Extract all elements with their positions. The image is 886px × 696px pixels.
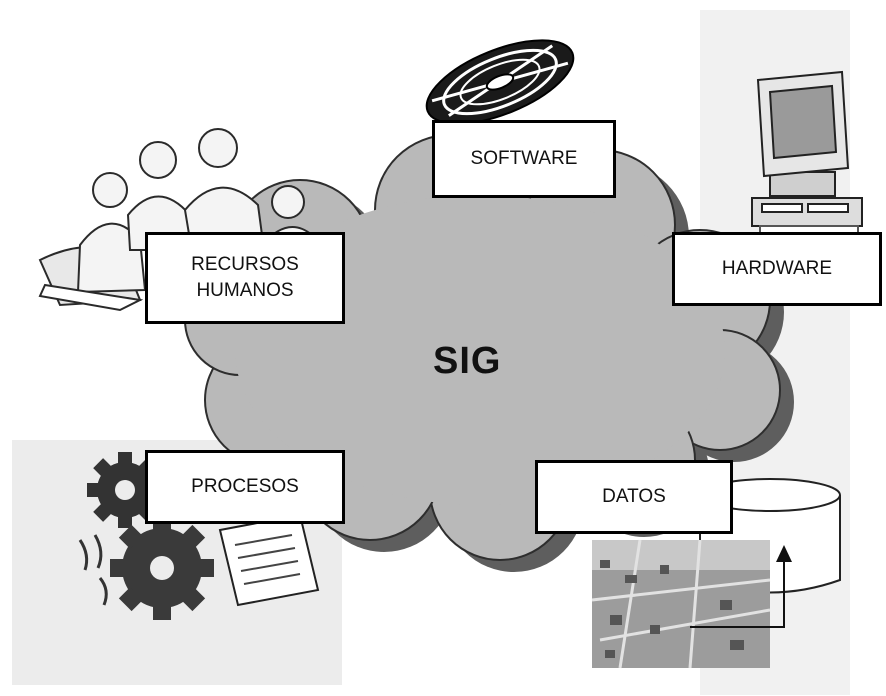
- aerial-city-photo: [591, 539, 771, 669]
- software-label-box: SOFTWARE: [432, 120, 616, 198]
- cloud-body: [235, 195, 725, 505]
- desktop-computer-icon: [751, 70, 863, 237]
- cd-disc-icon: [425, 39, 575, 125]
- datos-label-box: DATOS: [535, 460, 733, 534]
- sig-title: SIG: [433, 340, 502, 382]
- data-flow-arrow: [690, 545, 792, 628]
- hardware-label-box: HARDWARE: [672, 232, 882, 306]
- recursos-humanos-label-box: RECURSOS HUMANOS: [145, 232, 345, 324]
- procesos-label-box: PROCESOS: [145, 450, 345, 524]
